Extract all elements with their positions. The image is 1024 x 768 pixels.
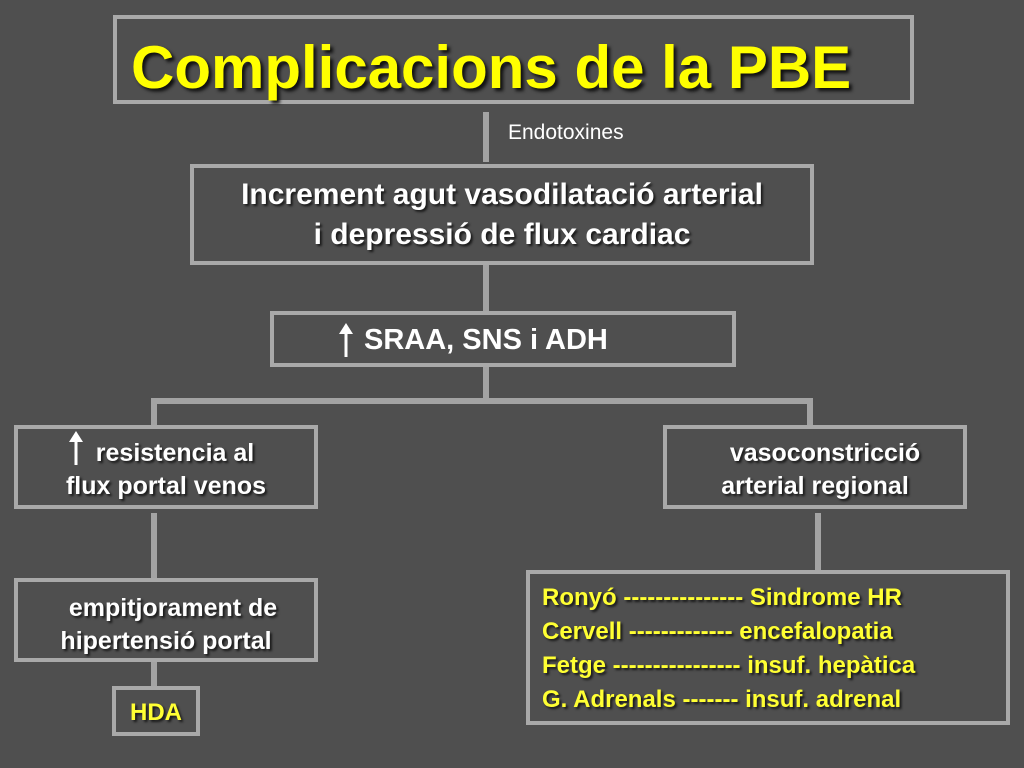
title-box: Complicacions de la PBE [113,15,914,104]
connector-branch-horizontal [151,398,813,404]
organ-row-cervell: Cervell ------------- encefalopatia [542,618,893,645]
connector-empitjorament-to-hda [151,662,157,686]
vasoconstriccio-text: vasoconstricció arterial regional [667,437,963,503]
empitjorament-box: empitjorament de hipertensió portal [14,578,318,662]
endotoxines-label: Endotoxines [508,121,624,144]
connector-sraa-down [483,367,489,401]
increment-box: Increment agut vasodilatació arterial i … [190,164,814,265]
connector-increment-to-sraa [483,265,489,311]
empitjorament-line-1: empitjorament de [68,594,278,622]
organ-row-fetge: Fetge ---------------- insuf. hepàtica [542,652,916,679]
connector-title-to-increment [483,112,489,162]
connector-resistencia-to-empitjorament [151,513,157,578]
organ-row-ronyo: Ronyó --------------- Sindrome HR [542,584,902,611]
sraa-text: SRAA, SNS i ADH [364,324,608,356]
connector-vaso-to-organs [815,513,821,570]
resistencia-text: resistencia al flux portal venos [18,437,314,503]
hda-text: HDA [130,699,182,726]
up-arrow-icon [339,323,353,357]
increment-text: Increment agut vasodilatació arterial i … [194,175,810,255]
empitjorament-line-2: hipertensió portal [60,627,272,655]
resistencia-line-2: flux portal venos [65,472,267,500]
page-title: Complicacions de la PBE [131,34,852,101]
organs-box: Ronyó --------------- Sindrome HR Cervel… [526,570,1010,725]
hda-box: HDA [112,686,200,736]
empitjorament-text: empitjorament de hipertensió portal [18,592,314,658]
connector-branch-left [151,398,157,425]
sraa-box: SRAA, SNS i ADH [270,311,736,367]
vasoconstriccio-box: vasoconstricció arterial regional [663,425,967,509]
connector-branch-right [807,398,813,425]
organ-row-adrenals: G. Adrenals ------- insuf. adrenal [542,686,902,713]
resistencia-box: resistencia al flux portal venos [14,425,318,509]
up-arrow-icon [69,431,83,465]
resistencia-line-1: resistencia al [95,439,255,467]
increment-line-2: i depressió de flux cardiac [313,218,691,251]
increment-line-1: Increment agut vasodilatació arterial [241,178,763,211]
vasoconstriccio-line-2: arterial regional [721,472,909,500]
vasoconstriccio-line-1: vasoconstricció [729,439,921,467]
